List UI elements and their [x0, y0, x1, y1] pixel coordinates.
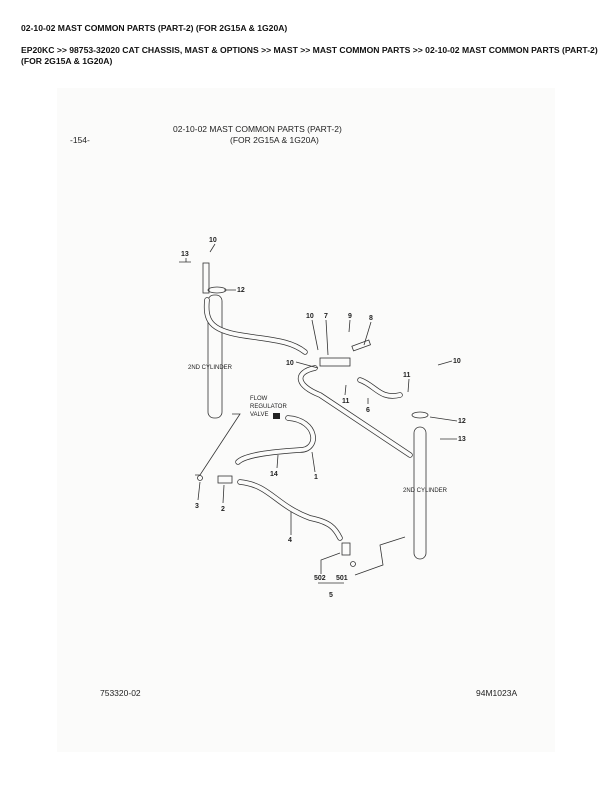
diagram-heading: 02-10-02 MAST COMMON PARTS (PART-2) [173, 124, 342, 134]
callout: 4 [288, 537, 292, 544]
hoses [197, 297, 413, 567]
callout: 2 [221, 506, 225, 513]
flow-valve-label-3: VALVE [250, 412, 268, 418]
callout: 8 [369, 315, 373, 322]
callout: 5 [329, 592, 333, 599]
callout: 11 [403, 372, 411, 379]
parts-diagram-scan [57, 88, 555, 752]
callouts: 10 13 12 10 7 9 8 10 10 11 11 6 12 13 14… [179, 237, 466, 599]
diagram-page-number: -154- [70, 135, 90, 145]
right-cylinder-label: 2ND CYLINDER [403, 488, 448, 494]
callout: 7 [324, 313, 328, 320]
callout: 13 [181, 251, 189, 258]
callout: 11 [342, 398, 350, 405]
right-cylinder [354, 411, 429, 576]
callout: 10 [286, 360, 294, 367]
left-cylinder [195, 262, 241, 476]
callout: 10 [209, 237, 217, 244]
callout: 3 [195, 503, 199, 510]
callout: 502 [314, 575, 326, 582]
page-title: 02-10-02 MAST COMMON PARTS (PART-2) (FOR… [21, 23, 288, 33]
callout: 501 [336, 575, 348, 582]
callout: 1 [314, 474, 318, 481]
flow-valve-label-1: FLOW [250, 396, 268, 402]
left-cylinder-label: 2ND CYLINDER [188, 365, 233, 371]
callout: 6 [366, 407, 370, 414]
callout: 9 [348, 313, 352, 320]
diagram-footer-right: 94M1023A [476, 688, 517, 698]
callout: 12 [237, 287, 245, 294]
callout: 13 [458, 436, 466, 443]
callout: 12 [458, 418, 466, 425]
callout: 14 [270, 471, 278, 478]
diagram-footer-left: 753320-02 [100, 688, 141, 698]
callout: 10 [453, 358, 461, 365]
flow-valve-label-2: REGULATOR [250, 404, 287, 410]
diagram-subheading: (FOR 2G15A & 1G20A) [230, 135, 319, 145]
callout: 10 [306, 313, 314, 320]
breadcrumb: EP20KC >> 98753-32020 CAT CHASSIS, MAST … [21, 45, 598, 66]
